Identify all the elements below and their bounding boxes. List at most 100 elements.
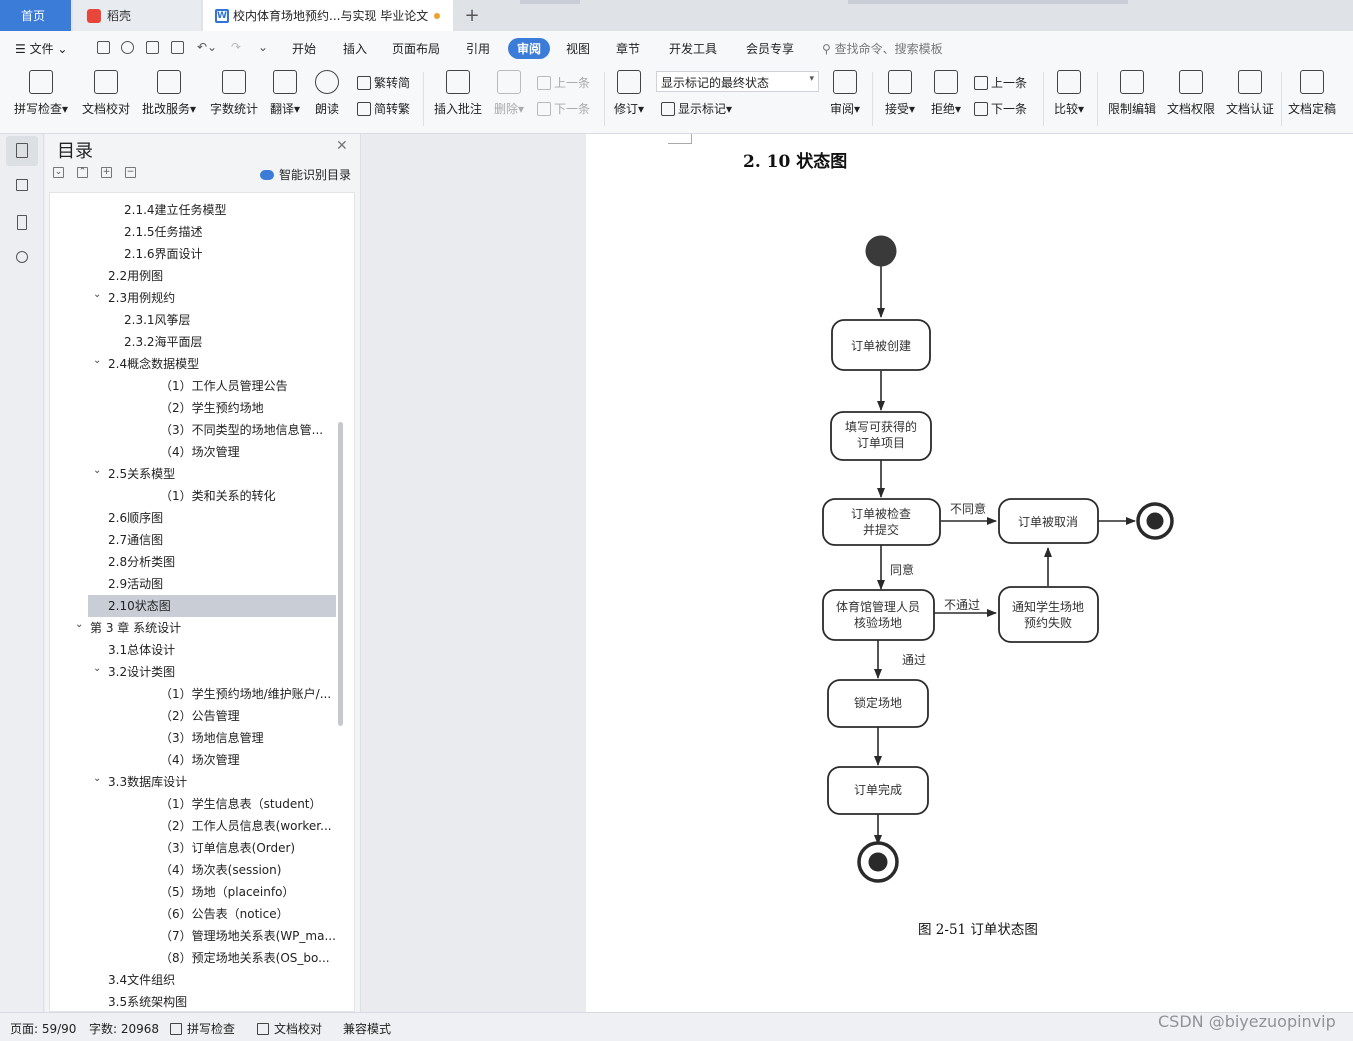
- toc-item[interactable]: （6）公告表（notice）: [50, 903, 336, 925]
- compare-button[interactable]: 比较▾: [1051, 70, 1087, 117]
- toc-item[interactable]: ⌄2.4概念数据模型: [50, 353, 336, 375]
- menu-devtools[interactable]: 开发工具: [669, 42, 718, 56]
- toc-item[interactable]: 2.2用例图: [50, 265, 336, 287]
- toc-item[interactable]: 3.4文件组织: [50, 969, 336, 991]
- close-icon[interactable]: ✕: [336, 138, 348, 154]
- toc-item[interactable]: （5）场地（placeinfo）: [50, 881, 336, 903]
- file-menu[interactable]: ☰ 文件 ⌄: [15, 42, 68, 56]
- show-markup-button[interactable]: 显示标记▾: [661, 100, 732, 117]
- revise-button[interactable]: 修订▾: [612, 70, 646, 117]
- menu-start[interactable]: 开始: [292, 42, 317, 56]
- command-search[interactable]: ⚲ 查找命令、搜索模板: [822, 40, 943, 57]
- save-icon[interactable]: [97, 41, 110, 54]
- doc-finalize-button[interactable]: 文档定稿: [1287, 70, 1337, 117]
- prev-comment-button[interactable]: 上一条: [537, 74, 590, 91]
- menu-member[interactable]: 会员专享: [746, 42, 795, 56]
- toc-item[interactable]: （1）学生信息表（student）: [50, 793, 336, 815]
- remove-heading-icon[interactable]: −: [125, 167, 136, 178]
- doc-cert-button[interactable]: 文档认证: [1225, 70, 1275, 117]
- toc-item[interactable]: ⌄3.2设计类图: [50, 661, 336, 683]
- print-icon[interactable]: [146, 41, 159, 54]
- chevron-down-icon[interactable]: ⌄: [93, 773, 102, 784]
- toc-item[interactable]: 2.1.5任务描述: [50, 221, 336, 243]
- toc-item[interactable]: （1）学生预约场地/维护账户/...: [50, 683, 336, 705]
- status-doc-proof[interactable]: 文档校对: [257, 1020, 322, 1037]
- expand-up-icon[interactable]: ⌃: [77, 167, 88, 178]
- toc-item[interactable]: （4）场次管理: [50, 441, 336, 463]
- chevron-down-icon[interactable]: ⌄: [75, 619, 84, 630]
- undo-icon[interactable]: ↶⌄: [197, 40, 218, 54]
- delete-comment-button[interactable]: 删除▾: [492, 70, 526, 117]
- print-preview-icon[interactable]: [171, 41, 184, 54]
- toc-item[interactable]: 2.9活动图: [50, 573, 336, 595]
- simp-to-trad-button[interactable]: 简转繁: [357, 100, 410, 117]
- tab-daoke[interactable]: 稻壳: [73, 0, 201, 31]
- toc-item[interactable]: （1）类和关系的转化: [50, 485, 336, 507]
- toc-item[interactable]: （4）场次表(session): [50, 859, 336, 881]
- status-spell-check[interactable]: 拼写检查: [170, 1020, 235, 1037]
- export-icon[interactable]: [121, 41, 134, 54]
- toc-item[interactable]: 2.3.2海平面层: [50, 331, 336, 353]
- next-comment-button[interactable]: 下一条: [537, 100, 590, 117]
- page-indicator[interactable]: 页面: 59/90: [10, 1022, 77, 1036]
- toc-item[interactable]: （2）公告管理: [50, 705, 336, 727]
- chevron-down-icon[interactable]: ⌄: [93, 663, 102, 674]
- doc-check-button[interactable]: 文档校对: [81, 70, 131, 117]
- restrict-edit-button[interactable]: 限制编辑: [1107, 70, 1157, 117]
- redo-icon[interactable]: ↷: [231, 40, 242, 54]
- chevron-down-icon[interactable]: ⌄: [93, 289, 102, 300]
- toc-item[interactable]: ⌄2.3用例规约: [50, 287, 336, 309]
- chevron-down-icon[interactable]: ⌄: [93, 465, 102, 476]
- toc-item[interactable]: 2.7通信图: [50, 529, 336, 551]
- next-change-button[interactable]: 下一条: [974, 100, 1027, 117]
- toc-item[interactable]: （2）工作人员信息表(worker...: [50, 815, 336, 837]
- toc-item[interactable]: （7）管理场地关系表(WP_ma...: [50, 925, 336, 947]
- toc-item[interactable]: （1）工作人员管理公告: [50, 375, 336, 397]
- toc-item[interactable]: （2）学生预约场地: [50, 397, 336, 419]
- prev-change-button[interactable]: 上一条: [974, 74, 1027, 91]
- toc-item[interactable]: ⌄第 3 章 系统设计: [50, 617, 336, 639]
- customize-qa-icon[interactable]: ⌄: [258, 40, 269, 54]
- toc-item[interactable]: 3.5系统架构图: [50, 991, 336, 1011]
- smart-toc-button[interactable]: 智能识别目录: [260, 166, 351, 183]
- toc-item[interactable]: （3）不同类型的场地信息管...: [50, 419, 336, 441]
- read-aloud-button[interactable]: 朗读: [313, 70, 341, 117]
- menu-layout[interactable]: 页面布局: [392, 42, 441, 56]
- annotate-service-button[interactable]: 批改服务▾: [140, 70, 198, 117]
- insert-comment-button[interactable]: 插入批注: [432, 70, 484, 117]
- word-count-button[interactable]: 字数统计: [209, 70, 259, 117]
- tab-home[interactable]: 首页: [0, 0, 71, 31]
- trad-to-simp-button[interactable]: 繁转简: [357, 74, 410, 91]
- chapter-nav-icon[interactable]: [12, 176, 32, 196]
- menu-review[interactable]: 审阅: [508, 38, 551, 59]
- toc-item[interactable]: 2.3.1风筝层: [50, 309, 336, 331]
- toc-item[interactable]: ⌄2.5关系模型: [50, 463, 336, 485]
- toc-item[interactable]: 2.8分析类图: [50, 551, 336, 573]
- bookmark-icon[interactable]: [12, 212, 32, 232]
- toc-item[interactable]: （3）场地信息管理: [50, 727, 336, 749]
- toc-item[interactable]: ⌄3.3数据库设计: [50, 771, 336, 793]
- markup-state-select[interactable]: 显示标记的最终状态▾: [656, 71, 819, 92]
- chevron-down-icon[interactable]: ⌄: [93, 355, 102, 366]
- spell-check-button[interactable]: 拼写检查▾: [12, 70, 70, 117]
- toc-item-selected[interactable]: 2.10状态图: [88, 595, 336, 617]
- toc-item[interactable]: 2.1.6界面设计: [50, 243, 336, 265]
- menu-reference[interactable]: 引用: [466, 42, 491, 56]
- toc-item[interactable]: 3.1总体设计: [50, 639, 336, 661]
- review-pane-button[interactable]: 审阅▾: [828, 70, 862, 117]
- translate-button[interactable]: 翻译▾: [268, 70, 302, 117]
- toc-item[interactable]: （3）订单信息表(Order): [50, 837, 336, 859]
- toc-item[interactable]: （4）场次管理: [50, 749, 336, 771]
- menu-view[interactable]: 视图: [566, 42, 591, 56]
- toc-item[interactable]: （8）预定场地关系表(OS_bo...: [50, 947, 336, 969]
- menu-insert[interactable]: 插入: [343, 42, 368, 56]
- accept-button[interactable]: 接受▾: [882, 70, 918, 117]
- menu-chapter[interactable]: 章节: [616, 42, 641, 56]
- add-heading-icon[interactable]: +: [101, 167, 112, 178]
- doc-permission-button[interactable]: 文档权限: [1166, 70, 1216, 117]
- word-count-indicator[interactable]: 字数: 20968: [89, 1022, 160, 1036]
- toc-scrollbar[interactable]: [338, 422, 343, 726]
- new-tab-button[interactable]: +: [464, 5, 480, 26]
- toc-item[interactable]: 2.6顺序图: [50, 507, 336, 529]
